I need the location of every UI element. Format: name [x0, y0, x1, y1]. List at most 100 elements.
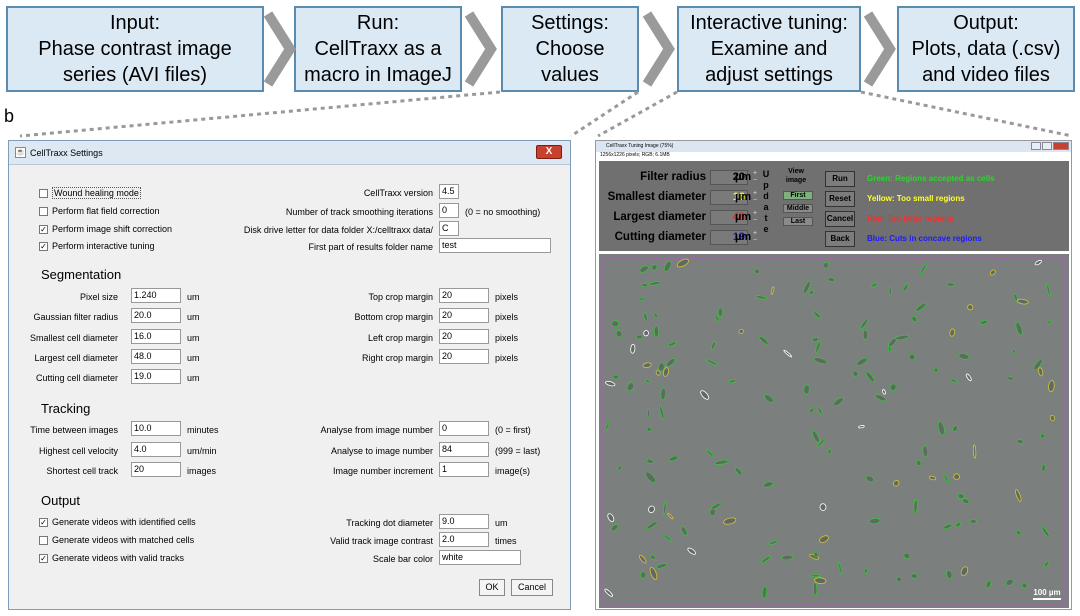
largest-diameter-field[interactable]: 48.0	[131, 349, 181, 364]
checkbox-identified-cells[interactable]: ✓Generate videos with identified cells	[39, 517, 196, 527]
cell-outline	[1015, 489, 1022, 502]
pixel-size-field[interactable]: 1.240	[131, 288, 181, 303]
cell-outline	[928, 475, 937, 481]
field-label: CellTraxx version	[363, 188, 433, 198]
unit-label: µm	[735, 231, 752, 243]
spinner-icon[interactable]: +−	[752, 210, 758, 224]
cell-outline	[644, 379, 651, 384]
cell-outline	[859, 318, 869, 330]
reset-button[interactable]: Reset	[825, 191, 855, 207]
run-button[interactable]: Run	[825, 171, 855, 187]
filter-radius-value[interactable]: 20	[710, 170, 748, 185]
cell-outline	[874, 394, 887, 402]
largest-diameter-value[interactable]: 48	[710, 210, 748, 225]
checkbox-flat-field[interactable]: Perform flat field correction	[39, 206, 160, 216]
cutting-diameter-field[interactable]: 19.0	[131, 369, 181, 384]
cell-outline	[668, 455, 679, 462]
cell-outline	[638, 554, 647, 564]
cell-outline	[1016, 439, 1024, 445]
unit-label: pixels	[495, 312, 519, 322]
step-line: CellTraxx as a	[314, 38, 442, 60]
tuning-title: CellTraxx Tuning Image (75%)	[606, 143, 674, 149]
checkbox-wound-healing[interactable]: Wound healing mode	[39, 187, 141, 199]
time-between-images-field[interactable]: 10.0	[131, 421, 181, 436]
checkbox-valid-tracks[interactable]: ✓Generate videos with valid tracks	[39, 553, 184, 563]
checkbox-image-shift[interactable]: ✓Perform image shift correction	[39, 224, 172, 234]
gaussian-radius-field[interactable]: 20.0	[131, 308, 181, 323]
unit-label: (999 = last)	[495, 446, 541, 456]
dot-diameter-field[interactable]: 9.0	[439, 514, 489, 529]
smallest-diameter-field[interactable]: 16.0	[131, 329, 181, 344]
right-crop-field[interactable]: 20	[439, 349, 489, 364]
maximize-button[interactable]	[1042, 142, 1052, 150]
cancel-button[interactable]: Cancel	[511, 579, 553, 596]
workflow-step-settings: Settings: Choose values	[501, 6, 639, 92]
unit-label: pixels	[495, 292, 519, 302]
cell-outline	[663, 260, 672, 272]
spinner-icon[interactable]: +−	[752, 230, 758, 244]
legend-red: Red: Too large regions	[867, 214, 954, 223]
checkbox-box[interactable]: ✓	[39, 224, 48, 234]
bottom-crop-field[interactable]: 20	[439, 308, 489, 323]
drive-letter-field[interactable]: C	[439, 221, 459, 236]
close-button[interactable]: X	[536, 145, 562, 159]
field-label: Number of track smoothing iterations	[285, 207, 433, 217]
view-first-button[interactable]: First	[783, 191, 813, 200]
cell-velocity-field[interactable]: 4.0	[131, 442, 181, 457]
dialog-titlebar: ☕ CellTraxx Settings X	[9, 141, 570, 165]
cell-outline	[894, 334, 910, 341]
checkbox-box[interactable]	[39, 535, 48, 545]
view-last-button[interactable]: Last	[783, 217, 813, 226]
field-label: First part of results folder name	[308, 242, 433, 252]
update-button[interactable]: U p d a t e	[761, 169, 771, 235]
results-folder-field[interactable]: test	[439, 238, 551, 253]
cancel-button[interactable]: Cancel	[825, 211, 855, 227]
version-field[interactable]: 4.5	[439, 184, 459, 199]
checkbox-box[interactable]	[39, 188, 48, 198]
scale-bar-color-field[interactable]: white	[439, 550, 521, 565]
view-middle-button[interactable]: Middle	[783, 204, 813, 213]
cell-outline	[1015, 321, 1023, 336]
smoothing-field[interactable]: 0	[439, 203, 459, 218]
cell-outline	[1040, 433, 1046, 439]
checkbox-interactive-tuning[interactable]: ✓Perform interactive tuning	[39, 241, 155, 251]
field-label: Gaussian filter radius	[33, 312, 118, 322]
cell-outline	[812, 582, 818, 596]
increment-field[interactable]: 1	[439, 462, 489, 477]
spinner-icon[interactable]: +−	[752, 170, 758, 184]
cell-outline	[811, 430, 820, 443]
field-label: Pixel size	[79, 292, 118, 302]
checkbox-box[interactable]: ✓	[39, 553, 48, 563]
checkbox-matched-cells[interactable]: Generate videos with matched cells	[39, 535, 194, 545]
analyse-to-field[interactable]: 84	[439, 442, 489, 457]
cutting-diameter-value[interactable]: 19	[710, 230, 748, 245]
checkbox-box[interactable]	[39, 206, 48, 216]
checkbox-box[interactable]: ✓	[39, 517, 48, 527]
smallest-diameter-value[interactable]: 16	[710, 190, 748, 205]
cell-outline	[922, 445, 929, 458]
track-contrast-field[interactable]: 2.0	[439, 532, 489, 547]
update-letter: U	[762, 169, 770, 179]
left-crop-field[interactable]: 20	[439, 329, 489, 344]
analyse-from-field[interactable]: 0	[439, 421, 489, 436]
microscopy-image[interactable]: 100 µm	[599, 254, 1069, 608]
cell-outline	[662, 367, 670, 377]
minimize-button[interactable]	[1031, 142, 1041, 150]
step-line: and video files	[922, 64, 1050, 86]
cell-outline	[754, 268, 760, 275]
top-crop-field[interactable]: 20	[439, 288, 489, 303]
cell-outline	[649, 566, 658, 580]
unit-label: image(s)	[495, 466, 531, 476]
checkbox-box[interactable]: ✓	[39, 241, 48, 251]
unit-label: minutes	[187, 425, 219, 435]
step-title: Run:	[356, 12, 400, 34]
spinner-icon[interactable]: +−	[752, 190, 758, 204]
back-button[interactable]: Back	[825, 231, 855, 247]
unit-label: µm	[735, 211, 752, 223]
ok-button[interactable]: OK	[479, 579, 505, 596]
cell-outline	[768, 540, 778, 545]
close-button[interactable]	[1053, 142, 1069, 150]
cell-outline	[645, 521, 659, 530]
shortest-track-field[interactable]: 20	[131, 462, 181, 477]
cell-outline	[662, 534, 673, 542]
